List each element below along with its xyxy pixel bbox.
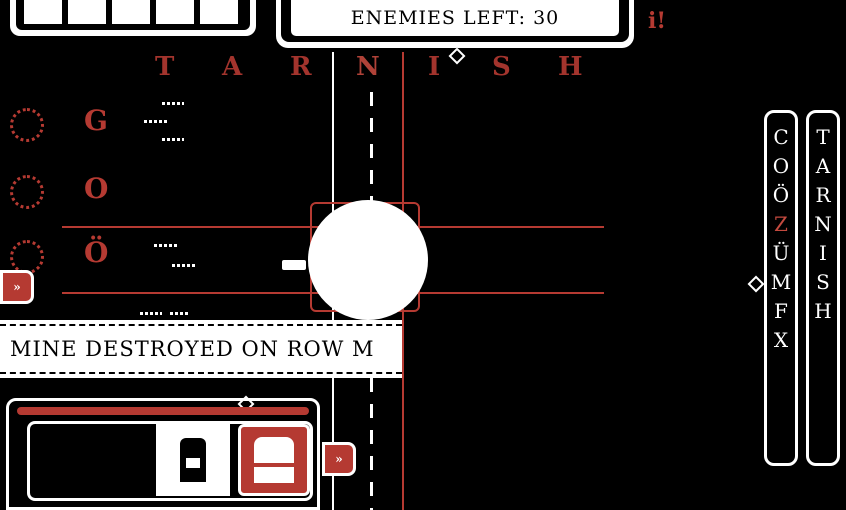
row-word-letter-active: Z <box>774 212 788 236</box>
panel-pointer-icon <box>747 275 765 293</box>
enemy-ship-icon <box>282 260 306 270</box>
column-word-letter: N <box>814 212 832 236</box>
column-letter: S <box>492 52 511 82</box>
column-word-letter: H <box>814 299 832 323</box>
health-segment <box>200 0 238 24</box>
row-ring-icon <box>10 175 44 209</box>
column-word-letter: T <box>816 125 830 149</box>
column-letter: A <box>222 52 243 82</box>
message-text: MINE DESTROYED ON ROW M <box>0 324 402 374</box>
health-segment <box>112 0 150 24</box>
row-letter: O <box>84 172 109 205</box>
row-word-letter: M <box>770 270 792 294</box>
row-word-letter: Ü <box>772 241 790 265</box>
row-letter: Ö <box>84 236 109 269</box>
bottom-tab-chevrons-icon[interactable]: » <box>322 442 356 476</box>
row-ring-icon <box>10 108 44 142</box>
row-word-letter: Ö <box>772 183 790 207</box>
column-word-letter: R <box>815 183 831 207</box>
health-segment <box>24 0 62 24</box>
column-letter: H <box>558 52 583 82</box>
column-word-letter: A <box>815 154 831 178</box>
enemy-streak <box>172 264 196 267</box>
column-letter: R <box>290 52 312 82</box>
health-bar <box>10 0 256 36</box>
health-segment <box>156 0 194 24</box>
action-panel <box>6 398 320 510</box>
enemy-streak <box>144 120 168 123</box>
row-word-letter: F <box>774 299 788 323</box>
health-segment <box>68 0 106 24</box>
row-word-letter: X <box>773 328 789 352</box>
enemy-streak <box>170 312 188 315</box>
enemies-left-banner: ENEMIES LEFT: 30 <box>276 0 634 48</box>
mine-icon <box>180 438 206 482</box>
mine-button[interactable] <box>156 424 230 496</box>
shield-button[interactable] <box>238 424 310 496</box>
enemy-streak <box>162 102 184 105</box>
alert-icon: i! <box>648 8 667 34</box>
column-letter: T <box>155 52 175 82</box>
player-orb <box>308 200 428 320</box>
column-letter-active: N <box>356 52 380 82</box>
enemies-left-text: ENEMIES LEFT: 30 <box>291 0 619 36</box>
column-word-letter: S <box>816 270 830 294</box>
enemy-streak <box>140 312 162 315</box>
row-word-letter: C <box>773 125 789 149</box>
enemy-streak <box>154 244 178 247</box>
column-word-letter: I <box>819 241 827 265</box>
column-letters: T A R N I S H <box>0 52 620 86</box>
column-word-panel: T A R N I S H <box>806 110 840 466</box>
shield-icon <box>254 437 294 483</box>
message-banner: MINE DESTROYED ON ROW M <box>0 320 402 378</box>
energy-bar <box>17 407 309 415</box>
enemy-streak <box>162 138 184 141</box>
left-tab-chevrons-icon[interactable]: » <box>0 270 34 304</box>
column-letter: I <box>428 52 441 82</box>
row-word-panel: C O Ö Z Ü M F X <box>764 110 798 466</box>
action-slot <box>27 421 313 501</box>
row-ring-icon <box>10 240 44 274</box>
row-word-letter: O <box>772 154 790 178</box>
row-letter: G <box>84 104 108 137</box>
